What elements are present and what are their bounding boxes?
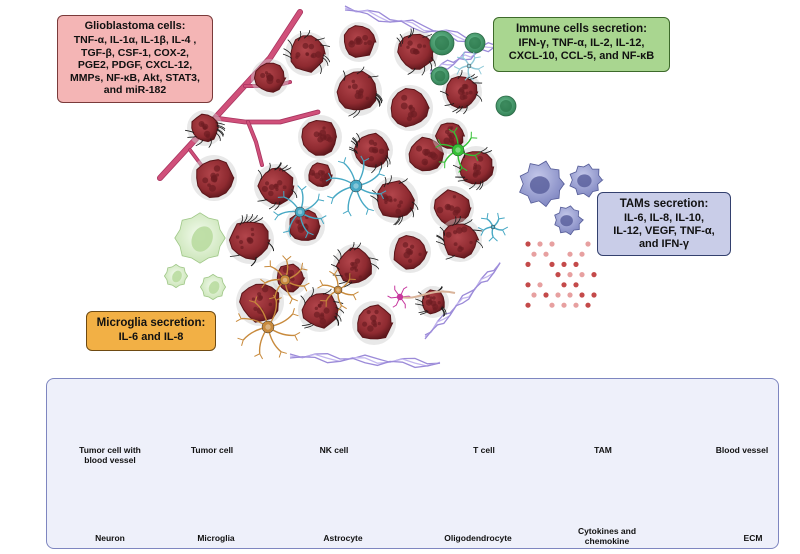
tumor-cell: [285, 206, 325, 246]
tumor-cell: [236, 278, 284, 326]
tumor-cell: [405, 133, 447, 175]
tams-callout-title: TAMs secretion:: [619, 198, 709, 210]
ecm-fiber: [344, 5, 481, 43]
nk-cell: [174, 212, 226, 264]
tumor-cell: [330, 241, 380, 288]
legend-label-neuron: Neuron: [95, 533, 125, 543]
tumor-cell: [282, 30, 331, 76]
tumor-cell: [370, 175, 419, 226]
astrocyte-fragment: [453, 51, 485, 81]
tumor-cell: [389, 231, 431, 273]
glioblastoma-callout-body: TNF-α, IL-1α, IL-1β, IL-4 , TGF-β, CSF-1…: [70, 34, 200, 96]
ecm-fiber: [289, 353, 441, 369]
microglia-cell: [317, 269, 359, 311]
tam-cell: [519, 160, 566, 208]
tams-callout-body: IL-6, IL-8, IL-10, IL-12, VEGF, TNF-α, a…: [613, 212, 715, 250]
legend-label-oligodendrocyte: Oligodendrocyte: [444, 533, 512, 543]
nk-cell: [199, 273, 227, 301]
tumor-cell: [387, 85, 433, 131]
tumor-cell: [334, 66, 383, 118]
microglia-cell: [260, 255, 310, 305]
astrocyte-cell: [325, 155, 387, 217]
legend-label-nk-cell: NK cell: [319, 445, 349, 455]
tumor-cell: [339, 22, 379, 62]
immune-secretion-callout: Immune cells secretion: IFN-γ, TNF-α, IL…: [493, 17, 670, 72]
cytokine-cluster: [525, 241, 597, 308]
microenvironment-cells: [163, 30, 604, 360]
immune-callout-body: IFN-γ, TNF-α, IL-2, IL-12, CXCL-10, CCL-…: [508, 37, 655, 62]
tam-cell: [569, 163, 604, 198]
nk-cell: [163, 263, 189, 289]
tumor-cell: [298, 115, 342, 159]
tumor-cell: [226, 214, 275, 267]
legend-label-blood-vessel: Blood vessel: [715, 445, 769, 455]
legend-label-astrocyte: Astrocyte: [323, 533, 363, 543]
legend-panel: Tumor cell with blood vessel Tumor cell …: [46, 378, 779, 549]
tumor-cell: [254, 162, 298, 211]
tumor-cell: [298, 286, 345, 332]
t-cell: [430, 66, 450, 86]
tumor-cell: [304, 159, 336, 191]
tumor-cell: [394, 28, 441, 76]
t-cell: [429, 30, 455, 56]
microglia-secretion-callout: Microglia secretion: IL-6 and IL-8: [86, 311, 216, 351]
oligodendrocyte-cell: [435, 127, 481, 173]
tumor-cell: [430, 186, 474, 230]
microglia-callout-body: IL-6 and IL-8: [118, 331, 184, 343]
legend-label-tam: TAM: [594, 445, 612, 455]
tumor-cell: [185, 110, 226, 148]
tumor-cell: [348, 129, 393, 174]
tumor-cell: [191, 155, 237, 201]
neuron-cell: [387, 285, 456, 309]
legend-label-cytokines: Cytokines and chemokine: [577, 526, 637, 546]
legend-label-tumor-cell: Tumor cell: [190, 445, 234, 455]
legend-label-t-cell: T cell: [473, 445, 495, 455]
legend-label-ecm: ECM: [743, 533, 763, 543]
tumor-cell: [435, 215, 484, 262]
ecm-fiber: [424, 261, 501, 340]
microglia-callout-title: Microglia secretion:: [96, 317, 206, 329]
tumor-cell: [439, 69, 483, 115]
astrocyte-cell: [273, 185, 327, 239]
legend-label-microglia: Microglia: [197, 533, 235, 543]
legend-label-tumor-cell-vessel: Tumor cell with blood vessel: [79, 445, 141, 465]
t-cell: [464, 32, 486, 54]
microglia-cell: [235, 294, 301, 360]
tumor-cell: [352, 301, 396, 345]
glioblastoma-secretion-callout: Glioblastoma cells: TNF-α, IL-1α, IL-1β,…: [57, 15, 213, 103]
tams-secretion-callout: TAMs secretion: IL-6, IL-8, IL-10, IL-12…: [597, 192, 731, 256]
t-cell: [495, 95, 517, 117]
tumor-cell: [251, 59, 289, 97]
glioblastoma-callout-title: Glioblastoma cells:: [84, 20, 186, 32]
immune-callout-title: Immune cells secretion:: [515, 23, 648, 35]
astrocyte-fragment: [477, 212, 509, 242]
tam-cell: [554, 205, 585, 236]
tumor-cell: [452, 146, 497, 191]
tumor-cell-cluster: [185, 22, 497, 345]
